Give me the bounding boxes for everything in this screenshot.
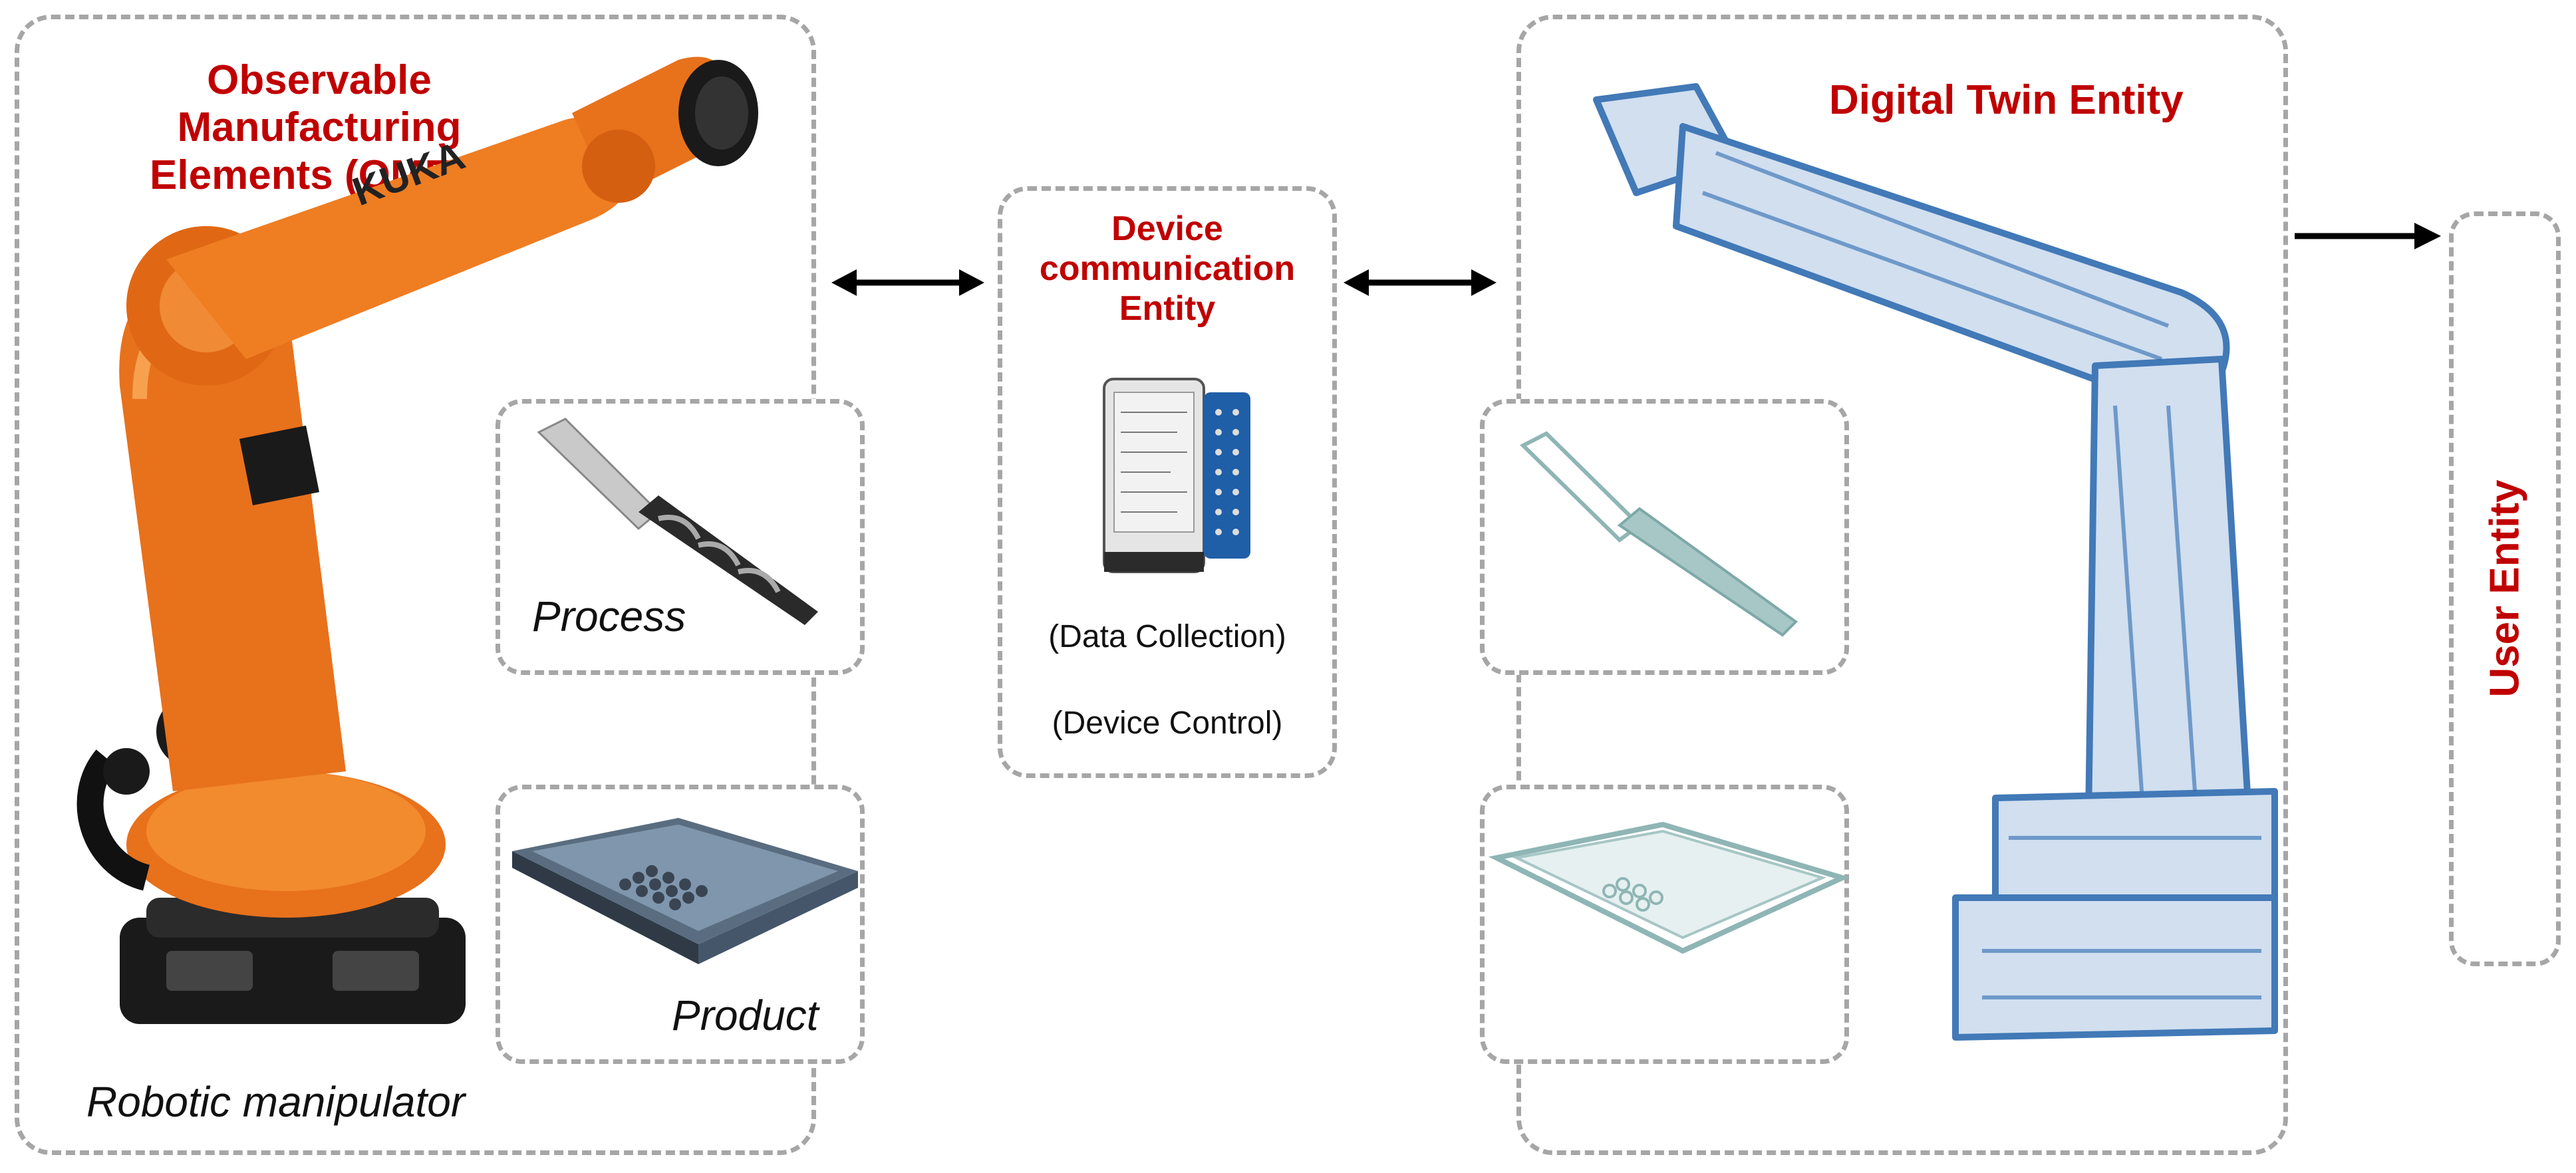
device-control-label: (Device Control) <box>1052 706 1283 741</box>
user-entity-title: User Entity <box>2482 479 2528 698</box>
device-title-line2: communication <box>1039 249 1296 288</box>
twin-drill-bit-icon <box>1519 431 1798 637</box>
robot-base <box>120 918 466 1024</box>
daq-module-icon <box>1103 378 1250 573</box>
arrow-ome-device <box>831 269 984 296</box>
robot-label: Robotic manipulator <box>86 1078 466 1126</box>
device-title-line1: Device <box>1111 209 1223 248</box>
ome-title-line1: Observable Manufacturing <box>177 57 462 151</box>
twin-composite-panel-icon <box>1488 821 1850 954</box>
process-label: Process <box>532 592 686 640</box>
robot-lower-arm <box>119 264 346 791</box>
robot-manipulator-illustration: KUKA <box>76 57 758 1024</box>
digital-twin-title: Digital Twin Entity <box>1829 77 2184 123</box>
drill-bit-icon <box>537 418 818 625</box>
device-title: Device communication Entity <box>998 209 1337 328</box>
composite-panel-icon <box>512 818 858 964</box>
arrow-device-twin <box>1344 269 1497 296</box>
user-entity-box <box>2449 211 2561 966</box>
device-title-line3: Entity <box>1119 289 1216 328</box>
digital-twin-robot-sketch <box>1593 83 2278 1041</box>
data-collection-label: (Data Collection) <box>1048 619 1286 654</box>
product-label: Product <box>672 991 819 1039</box>
robot-upper-arm <box>166 117 633 359</box>
arrow-twin-user <box>2295 223 2441 249</box>
